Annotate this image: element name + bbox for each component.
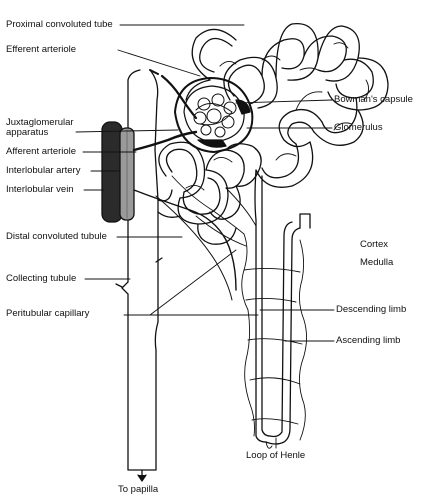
- label-medulla: Medulla: [360, 257, 394, 268]
- label-afferent-arteriole: Afferent arteriole: [6, 146, 77, 157]
- loop-of-henle: [254, 169, 311, 445]
- label-proximal-convoluted-tube: Proximal convoluted tube: [6, 19, 113, 30]
- label-cortex: Cortex: [360, 239, 388, 250]
- label-glomerulus: Glomerulus: [334, 122, 383, 133]
- afferent-arteriole: [132, 130, 198, 152]
- label-loop-of-henle: Loop of Henle: [246, 450, 306, 461]
- label-descending-limb: Descending limb: [336, 304, 407, 315]
- label-distal-convoluted-tubule: Distal convoluted tubule: [6, 231, 107, 242]
- label-ascending-limb: Ascending limb: [336, 335, 401, 346]
- distal-convoluted-tubule: [157, 141, 262, 245]
- label-to-papilla: To papilla: [118, 484, 159, 495]
- proximal-convoluted-tubule: [185, 23, 389, 188]
- label-interlobular-vein: Interlobular vein: [6, 184, 74, 195]
- label-efferent-arteriole: Efferent arteriole: [6, 44, 77, 55]
- glomerulus: [193, 93, 237, 138]
- label-juxtaglomerular-line2: apparatus: [6, 127, 49, 138]
- interlobular-vein: [101, 121, 123, 223]
- peritubular-capillary: [171, 42, 369, 449]
- label-bowmans-capsule: Bowman's capsule: [334, 94, 413, 105]
- leader-lines: [75, 24, 335, 449]
- label-juxtaglomerular-line1: Juxtaglomerular: [6, 117, 74, 128]
- label-interlobular-artery: Interlobular artery: [6, 165, 81, 176]
- label-peritubular-capillary: Peritubular capillary: [6, 308, 90, 319]
- label-collecting-tubule: Collecting tubule: [6, 273, 77, 284]
- collecting-duct: [121, 69, 159, 471]
